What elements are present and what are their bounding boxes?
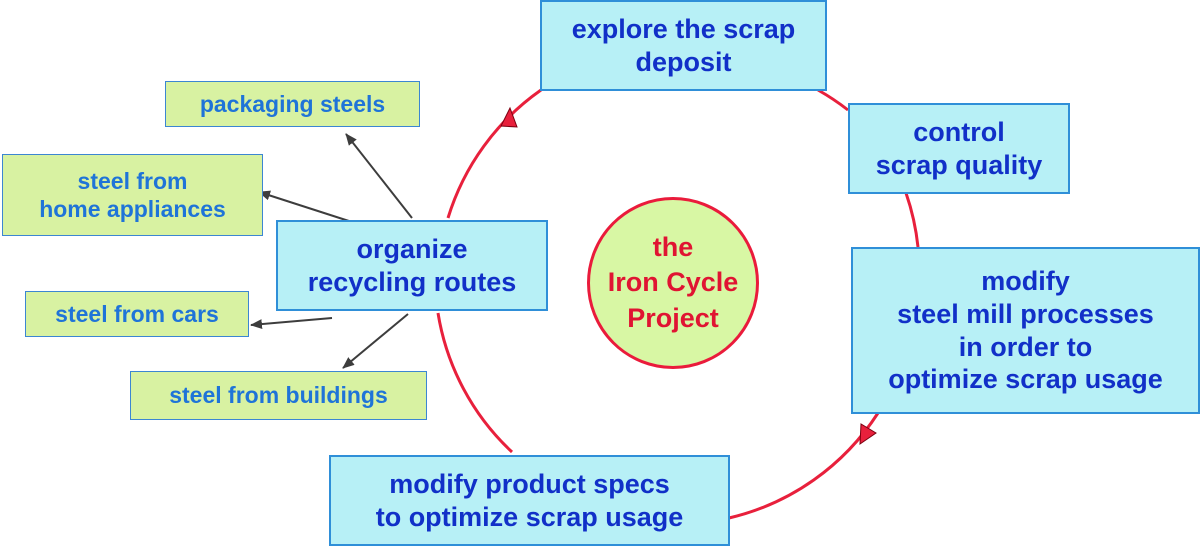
source-steel-from-cars: steel from cars <box>25 291 249 337</box>
source-home-appliances: steel from home appliances <box>2 154 263 236</box>
cycle-arrowhead-upper-left <box>500 106 518 128</box>
step-organize-recycling-routes: organize recycling routes <box>276 220 548 311</box>
step-explore-scrap-deposit: explore the scrap deposit <box>540 0 827 91</box>
step-modify-steel-mill-processes: modify steel mill processes in order to … <box>851 247 1200 414</box>
cycle-arc-mill-to-specs <box>728 412 880 520</box>
center-iron-cycle-project: the Iron Cycle Project <box>587 197 759 369</box>
cycle-arc-explore-to-control <box>817 88 849 112</box>
source-steel-from-buildings: steel from buildings <box>130 371 427 420</box>
step-control-scrap-quality: control scrap quality <box>848 103 1070 194</box>
cycle-arc-organize-to-explore <box>446 88 542 219</box>
cycle-arc-control-to-mill <box>904 192 920 248</box>
cycle-arc-specs-to-organize <box>436 312 514 454</box>
source-packaging-steels: packaging steels <box>165 81 420 127</box>
arrow-to-steel-from-buildings <box>342 313 409 369</box>
arrow-to-packaging-steels <box>345 133 413 219</box>
step-modify-product-specs: modify product specs to optimize scrap u… <box>329 455 730 546</box>
cycle-arrowhead-lower-right <box>859 423 877 445</box>
arrow-to-home-appliances <box>258 190 353 223</box>
arrow-to-steel-from-cars <box>250 317 333 330</box>
